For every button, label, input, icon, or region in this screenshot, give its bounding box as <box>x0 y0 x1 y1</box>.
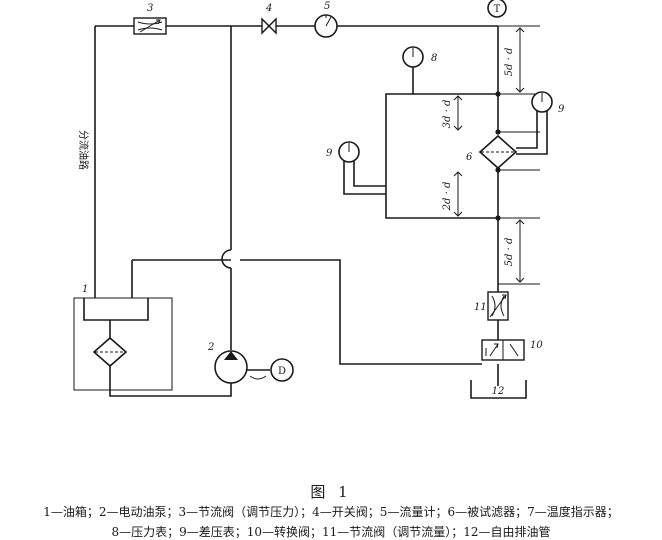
directional-valve-icon: 10 <box>481 339 543 361</box>
label-6: 6 <box>466 152 473 163</box>
drain-pipe-icon: 12 <box>470 380 527 399</box>
oil-tank-icon: 1 <box>73 284 173 391</box>
temperature-indicator-icon: T <box>487 0 507 18</box>
pressure-gauge-icon: 8 <box>402 46 437 94</box>
bypass-line-label: 分流油路 <box>77 130 90 170</box>
flowmeter-icon: 5 <box>314 1 338 38</box>
motor-pump-icon: D 2 <box>207 342 294 384</box>
label-10: 10 <box>530 340 543 351</box>
label-9-left: 9 <box>326 148 333 159</box>
figure-title: 图 1 <box>310 483 352 501</box>
hydraulic-test-circuit-diagram: 5d · d 3d · d 2d · d 5d · d 3 4 5 <box>73 0 565 399</box>
dim-upstream-long: 5d · d <box>504 48 515 77</box>
pipework <box>94 25 540 397</box>
dimension-annotations: 5d · d 3d · d 2d · d 5d · d <box>442 27 525 283</box>
label-5: 5 <box>324 1 330 12</box>
differential-gauge-left-icon: 9 <box>326 141 386 195</box>
differential-gauge-right-icon: 9 <box>516 91 565 155</box>
dim-downstream-short: 2d · d <box>442 182 453 212</box>
filter-under-test-icon: 6 <box>466 91 518 221</box>
label-8: 8 <box>431 53 437 64</box>
throttle-valve-pressure-icon: 3 <box>133 3 167 35</box>
label-9-right: 9 <box>558 104 565 115</box>
temperature-symbol: T <box>494 4 501 15</box>
figure-legend-line-1: 1—油箱；2—电动油泵；3—节流阀（调节压力）；4—开关阀；5—流量计；6—被试… <box>43 505 619 519</box>
label-1: 1 <box>82 284 88 295</box>
throttle-valve-flow-icon: 11 <box>474 291 509 321</box>
label-3: 3 <box>147 3 153 14</box>
dim-downstream-long: 5d · d <box>504 238 515 267</box>
label-11: 11 <box>474 302 487 313</box>
on-off-valve-icon: 4 <box>261 3 277 35</box>
figure-legend-line-2: 8—压力表；9—差压表；10—转换阀；11—节流阀（调节流量）；12—自由排油管 <box>111 525 551 539</box>
label-2: 2 <box>207 342 214 353</box>
label-12: 12 <box>492 386 505 397</box>
dim-upstream-short: 3d · d <box>442 100 453 129</box>
label-4: 4 <box>265 3 272 14</box>
motor-symbol: D <box>278 366 286 377</box>
